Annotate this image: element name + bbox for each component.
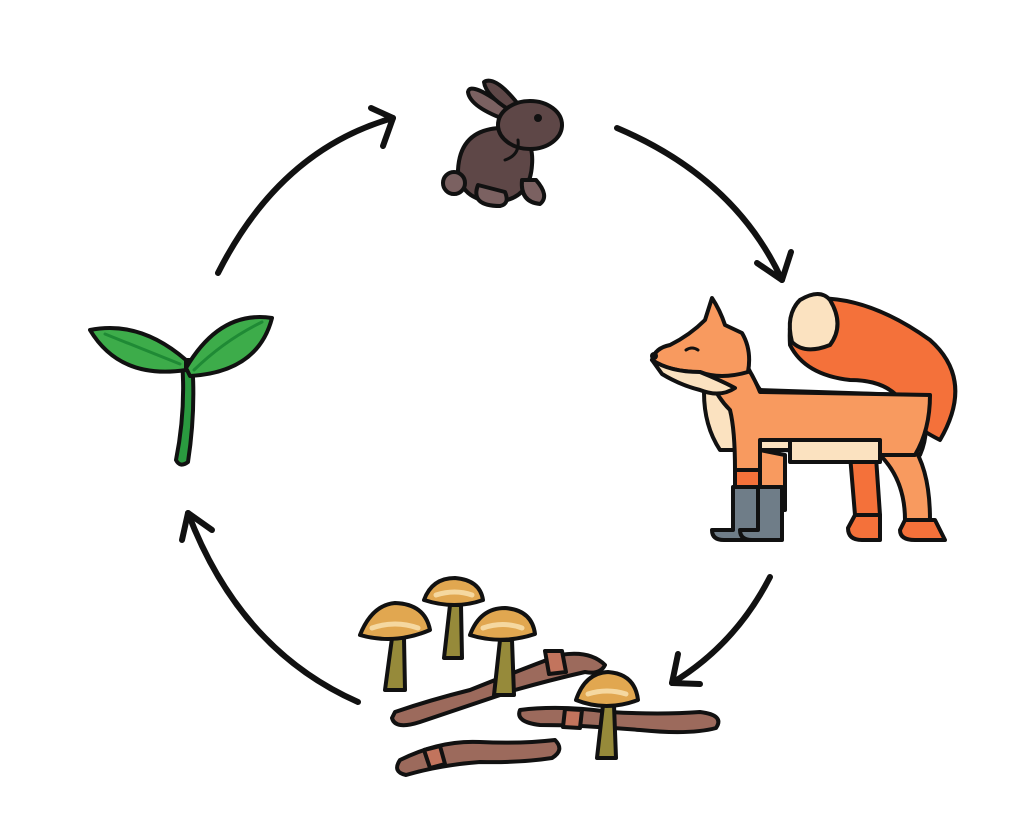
- arrow-fox-to-decomposers: [669, 574, 773, 687]
- fox-icon: [650, 292, 958, 542]
- arrow-rabbit-to-fox: [614, 125, 794, 283]
- mushrooms-and-worms-icon: [358, 576, 721, 777]
- rabbit-icon: [441, 78, 564, 208]
- arrow-decomposers-to-plant: [179, 510, 361, 705]
- seedling-icon: [88, 315, 274, 467]
- arrow-plant-to-rabbit: [215, 105, 396, 276]
- cycle-arrows: [179, 105, 794, 705]
